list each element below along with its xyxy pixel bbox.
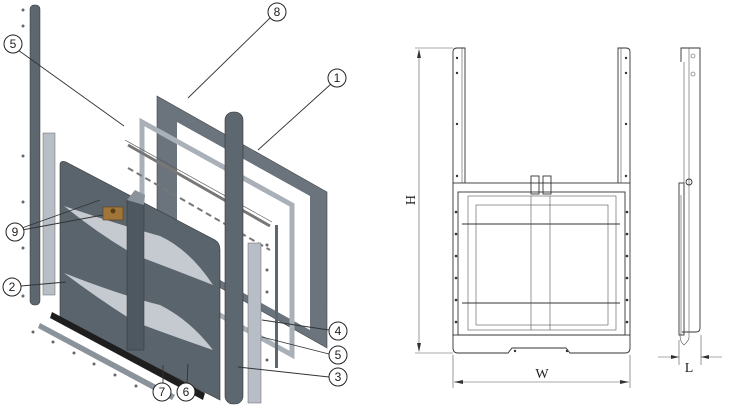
right-guide-channel: [247, 242, 262, 404]
height-label: H: [404, 195, 419, 205]
callout-2: 2: [2, 277, 22, 297]
callout-5-bottom: 5: [328, 345, 348, 365]
bottom-seal-rubber: [50, 312, 205, 400]
callout-1: 1: [327, 68, 347, 88]
svg-text:9: 9: [12, 225, 19, 239]
width-label: W: [535, 367, 549, 382]
svg-text:8: 8: [274, 5, 281, 19]
callout-9: 9: [5, 222, 25, 242]
svg-text:5: 5: [335, 348, 342, 362]
side-view: [658, 47, 722, 365]
callout-8: 8: [267, 2, 287, 22]
left-guide-channel: [42, 132, 56, 296]
svg-text:2: 2: [9, 280, 16, 294]
callout-7: 7: [152, 382, 172, 402]
callouts: 5 8 1 9 2 4 5 3 7 6: [2, 2, 348, 402]
callout-3: 3: [328, 367, 348, 387]
left-guide-post: [29, 4, 41, 306]
right-guide-post: [224, 111, 244, 405]
svg-text:7: 7: [159, 385, 166, 399]
front-view: [415, 47, 631, 388]
svg-text:3: 3: [335, 370, 342, 384]
callout-4: 4: [328, 321, 348, 341]
svg-text:1: 1: [334, 71, 341, 85]
bottom-seal-strip: [38, 323, 175, 400]
callout-5-top: 5: [3, 34, 23, 54]
depth-label: L: [685, 361, 694, 376]
exploded-view: [21, 4, 328, 405]
svg-text:4: 4: [335, 324, 342, 338]
svg-text:6: 6: [183, 385, 190, 399]
svg-text:5: 5: [10, 37, 17, 51]
callout-6: 6: [176, 382, 196, 402]
